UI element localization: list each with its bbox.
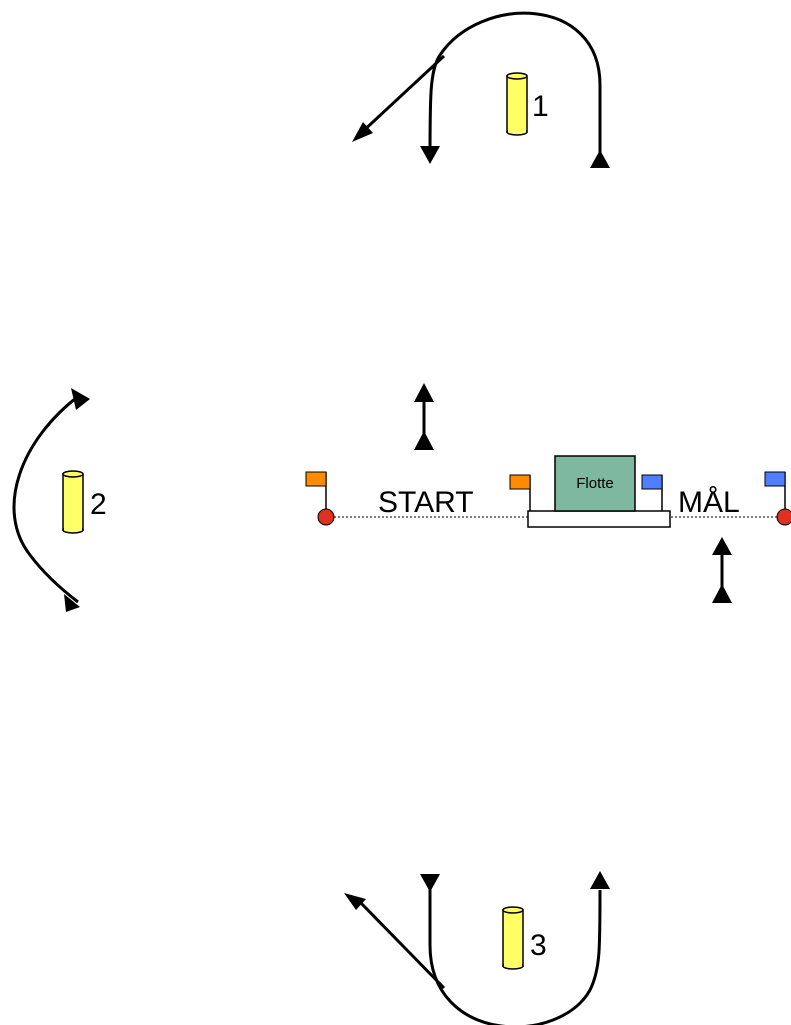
- arrowhead-upper-icon: [71, 388, 90, 410]
- buoy-1-rounding-path: [428, 11, 602, 161]
- arrowhead-down-icon: [420, 146, 440, 164]
- buoy-2-group: 2: [12, 388, 107, 612]
- finish-flag-icon: [641, 474, 663, 511]
- arrowhead-up-icon: [590, 871, 610, 889]
- arrowhead-up-icon: [414, 431, 434, 450]
- buoy-3-group: 3: [344, 871, 610, 1025]
- finish-mark-right: [764, 471, 791, 526]
- start-finish-line-group: Flotte START MÅL: [305, 383, 791, 603]
- buoy-3-label: 3: [530, 929, 547, 962]
- arrowhead-lower-icon: [64, 594, 80, 612]
- arrow-up-icon: [712, 537, 732, 555]
- buoy-1-group: 1: [352, 11, 610, 168]
- buoy-2-rounding-path: [12, 393, 81, 604]
- raft-box: [554, 455, 636, 512]
- start-label: START: [378, 486, 474, 519]
- arrowhead-diag-icon: [352, 122, 373, 142]
- arrow-up-icon: [414, 383, 434, 402]
- buoy-1-label: 1: [532, 90, 549, 123]
- arrowhead-diag-icon: [344, 893, 366, 910]
- buoy-1: [506, 72, 528, 136]
- buoy-3-rounding-path: [428, 880, 602, 1025]
- buoy-3-entry-line: [356, 898, 446, 990]
- finish-label: MÅL: [678, 486, 740, 519]
- buoy-2-label: 2: [90, 488, 107, 521]
- buoy-2: [62, 470, 84, 534]
- buoy-3: [502, 906, 524, 970]
- start-flag-icon: [509, 474, 531, 511]
- buoy-1-exit-line: [358, 54, 446, 136]
- raft-label: Flotte: [576, 475, 614, 492]
- arrowhead-up-icon: [590, 150, 610, 168]
- arrowhead-down-icon: [420, 874, 440, 892]
- start-mark-left: [305, 471, 335, 526]
- arrowhead-up-icon: [712, 584, 732, 603]
- raft-platform: [527, 510, 671, 528]
